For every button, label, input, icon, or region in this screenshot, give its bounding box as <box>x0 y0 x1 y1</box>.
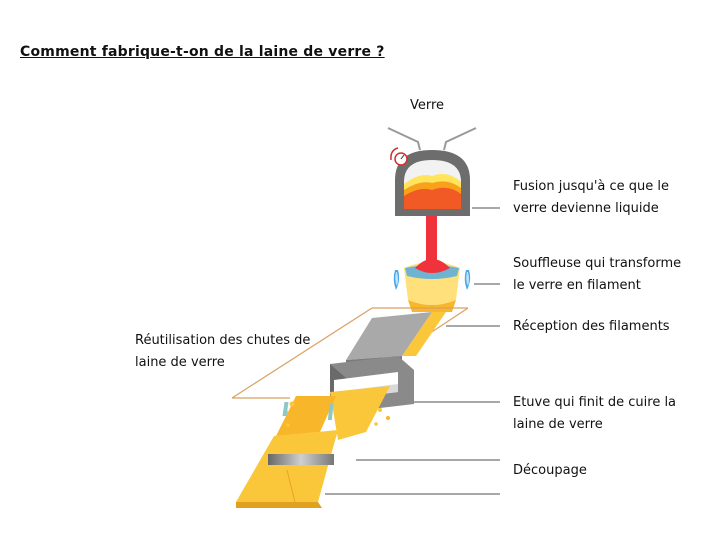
cutting-bar <box>268 454 334 465</box>
label-souffleuse-line-2: le verre en filament <box>513 278 641 293</box>
label-fusion-line-2: verre devienne liquide <box>513 201 659 216</box>
label-etuve: Etuve qui finit de cuire la laine de ver… <box>513 392 676 436</box>
label-souffleuse: Souffleuse qui transforme le verre en fi… <box>513 253 681 297</box>
label-fusion: Fusion jusqu'à ce que le verre devienne … <box>513 176 669 220</box>
label-verre-text: Verre <box>410 98 445 113</box>
label-etuve-line-2: laine de verre <box>513 417 603 432</box>
blue-flame-left <box>393 270 400 290</box>
hopper <box>387 127 477 151</box>
label-souffleuse-line-1: Souffleuse qui transforme <box>513 256 682 271</box>
label-reception: Réception des filaments <box>513 316 670 338</box>
glass-wool-belt <box>236 386 390 508</box>
cutting-blades <box>282 402 334 420</box>
blue-flame-right <box>464 270 471 290</box>
melting-furnace <box>395 150 470 216</box>
leader-lines <box>325 207 500 495</box>
molten-glass-stream <box>426 216 437 264</box>
page-title: Comment fabrique-t-on de la laine de ver… <box>20 44 385 60</box>
label-etuve-line-1: Etuve qui finit de cuire la <box>513 395 677 410</box>
label-reutilisation-line-2: laine de verre <box>135 355 225 370</box>
pressure-gauge-icon <box>390 147 408 166</box>
label-decoupage: Découpage <box>513 460 587 482</box>
label-reutilisation-line-1: Réutilisation des chutes de <box>135 333 311 348</box>
label-reception-text: Réception des filaments <box>513 319 670 334</box>
label-decoupage-text: Découpage <box>513 463 587 478</box>
label-reutilisation: Réutilisation des chutes de laine de ver… <box>135 330 310 374</box>
label-fusion-line-1: Fusion jusqu'à ce que le <box>513 179 670 194</box>
spinner <box>404 259 460 312</box>
label-verre: Verre <box>410 95 444 117</box>
